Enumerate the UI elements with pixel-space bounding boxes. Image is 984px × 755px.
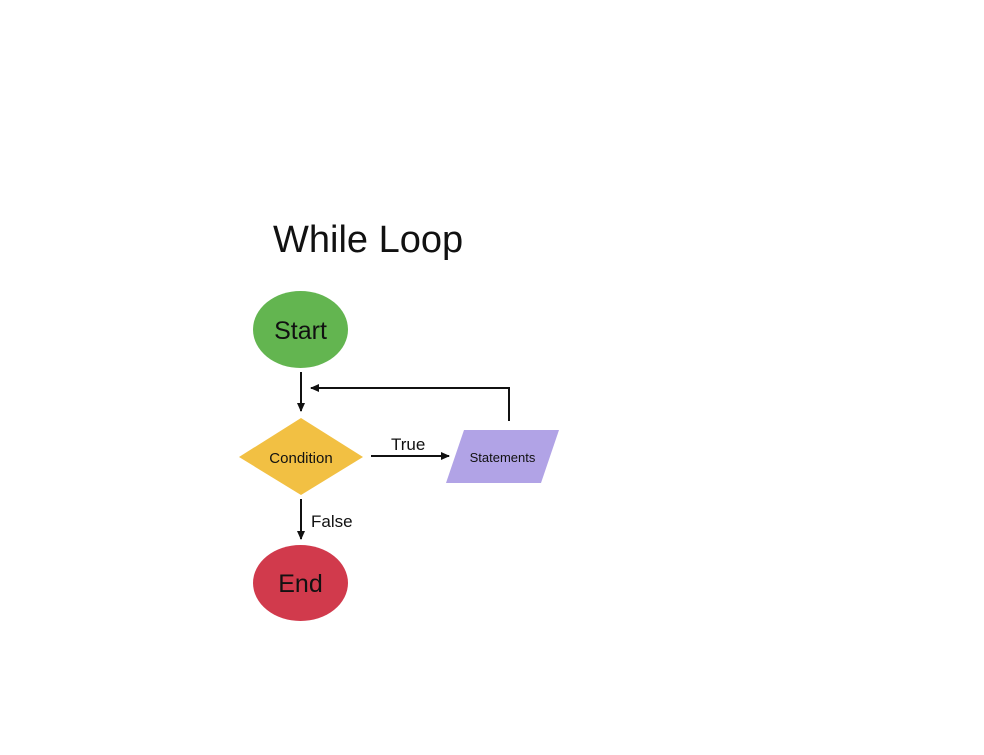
- start-label: Start: [274, 317, 327, 345]
- end-ellipse: [253, 545, 348, 621]
- statements-label: Statements: [470, 450, 536, 465]
- condition-label: Condition: [269, 450, 332, 467]
- edge-label-false: False: [311, 512, 353, 531]
- statements-node: Statements: [446, 430, 559, 483]
- start-ellipse: [253, 291, 348, 368]
- statements-parallelogram: [446, 430, 559, 483]
- condition-diamond: [239, 418, 363, 495]
- edge-statements-to-condition: [310, 384, 510, 421]
- condition-node: Condition: [239, 418, 363, 495]
- start-node: Start: [253, 291, 348, 368]
- edge-label-true: True: [391, 435, 425, 454]
- end-node: End: [253, 545, 348, 621]
- diagram-title: While Loop: [273, 219, 463, 261]
- end-label: End: [278, 570, 322, 598]
